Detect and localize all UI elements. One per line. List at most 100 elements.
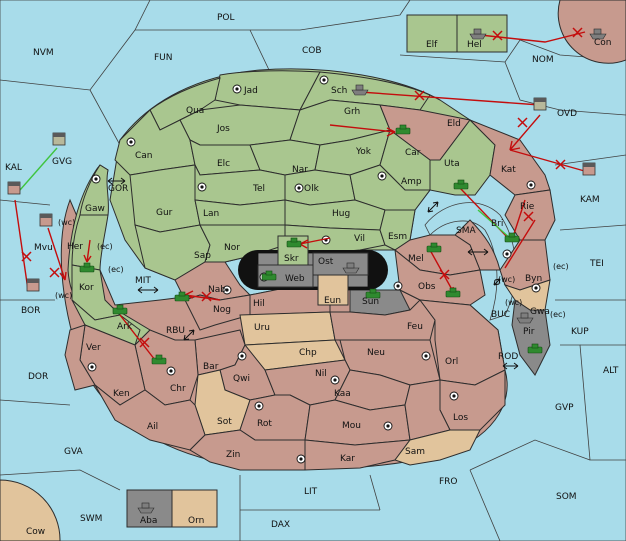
label-con: Con bbox=[594, 38, 612, 48]
unit-box-ovd[interactable] bbox=[533, 97, 547, 111]
region-gur[interactable] bbox=[129, 164, 201, 233]
order-byn-rie bbox=[504, 219, 536, 269]
label-kal: KAL bbox=[5, 163, 22, 173]
passage-markers bbox=[107, 177, 519, 370]
labels: POL NVM FUN COB NOM OVD KAL GVG GOR KAM … bbox=[5, 13, 619, 537]
region-web[interactable] bbox=[257, 264, 314, 288]
sea-border-kam bbox=[554, 154, 626, 166]
order-ark-chr bbox=[119, 314, 156, 361]
unit-box-mvu[interactable] bbox=[39, 213, 53, 227]
label-gur: Gur bbox=[156, 208, 173, 218]
label-gor: GOR bbox=[108, 184, 128, 194]
army-unit[interactable] bbox=[286, 237, 302, 248]
cross-marker bbox=[414, 90, 425, 101]
region-eun[interactable] bbox=[317, 274, 349, 306]
label-vil: Vil bbox=[354, 234, 365, 244]
sea-border-dor bbox=[0, 399, 71, 406]
sea-border-pol bbox=[135, 0, 411, 31]
label-gwa: Gwa bbox=[530, 307, 550, 317]
unit-box-bor[interactable] bbox=[26, 278, 40, 292]
label-zin: Zin bbox=[226, 450, 240, 460]
region-ail[interactable] bbox=[94, 384, 206, 451]
supply-center bbox=[330, 375, 340, 385]
region-elf[interactable] bbox=[406, 14, 458, 53]
supply-center bbox=[319, 75, 329, 85]
passage-sma-north bbox=[427, 201, 439, 213]
label-orl: Orl bbox=[445, 357, 458, 367]
label-ec3: (ec) bbox=[553, 262, 569, 271]
label-chr: Chr bbox=[170, 384, 186, 394]
sea-border-gvp bbox=[560, 344, 626, 461]
region-con[interactable] bbox=[557, 0, 626, 64]
label-gva: GVA bbox=[64, 447, 84, 457]
label-ark: Ark bbox=[117, 322, 133, 332]
passage-rbu bbox=[183, 329, 195, 341]
army-unit[interactable] bbox=[395, 124, 411, 135]
passage-rod bbox=[502, 362, 519, 370]
label-gvg: GVG bbox=[52, 157, 72, 167]
region-obs[interactable] bbox=[394, 248, 486, 306]
sea-border-fro-som bbox=[469, 469, 501, 541]
army-unit[interactable] bbox=[112, 304, 128, 315]
label-tel: Tel bbox=[252, 184, 265, 194]
region-sam[interactable] bbox=[394, 429, 481, 466]
label-jos: Jos bbox=[216, 124, 230, 134]
label-wc2: (wc) bbox=[55, 291, 72, 300]
label-esm: Esm bbox=[388, 232, 407, 242]
cross-marker bbox=[439, 269, 450, 280]
army-unit[interactable] bbox=[453, 179, 469, 190]
label-aba: Aba bbox=[140, 516, 157, 526]
cross-marker bbox=[201, 291, 212, 302]
region-cow[interactable] bbox=[0, 479, 61, 541]
label-rie: Rie bbox=[520, 202, 535, 212]
army-unit[interactable] bbox=[174, 291, 190, 302]
fleet-unit[interactable] bbox=[469, 28, 487, 40]
label-nor: Nor bbox=[224, 243, 240, 253]
unit-box-gvg[interactable] bbox=[52, 132, 66, 146]
fleet-unit[interactable] bbox=[516, 312, 534, 324]
label-kat: Kat bbox=[501, 165, 516, 175]
region-orn[interactable] bbox=[171, 489, 218, 528]
label-nog: Nog bbox=[213, 305, 231, 315]
army-unit[interactable] bbox=[365, 288, 381, 299]
label-nom: NOM bbox=[532, 55, 554, 65]
army-unit[interactable] bbox=[426, 242, 442, 253]
unit-box-kam[interactable] bbox=[582, 162, 596, 176]
label-cob: COB bbox=[302, 46, 322, 56]
fleet-unit[interactable] bbox=[137, 502, 155, 514]
label-sam: Sam bbox=[405, 447, 425, 457]
region-elc[interactable] bbox=[189, 139, 261, 176]
unit-box-kal[interactable] bbox=[7, 181, 21, 195]
label-yok: Yok bbox=[355, 147, 372, 157]
support-gvg-kal bbox=[19, 147, 58, 191]
label-pir: Pir bbox=[523, 327, 535, 337]
label-tei: TEI bbox=[589, 259, 604, 269]
army-unit[interactable] bbox=[261, 270, 277, 281]
cross-marker bbox=[517, 117, 528, 128]
label-obs: Obs bbox=[418, 282, 436, 292]
label-eld: Eld bbox=[447, 119, 461, 129]
army-unit[interactable] bbox=[504, 232, 520, 243]
label-mit: MIT bbox=[135, 276, 151, 286]
label-alt: ALT bbox=[603, 366, 619, 376]
army-unit[interactable] bbox=[79, 262, 95, 273]
army-unit[interactable] bbox=[445, 287, 461, 298]
cross-marker bbox=[139, 337, 150, 348]
army-unit[interactable] bbox=[527, 343, 543, 354]
label-web: Web bbox=[285, 274, 305, 284]
label-kor: Kor bbox=[79, 283, 94, 293]
fleet-unit[interactable] bbox=[342, 262, 360, 274]
label-can: Can bbox=[135, 151, 153, 161]
sea-border-fro bbox=[469, 439, 591, 471]
region-rot[interactable] bbox=[239, 394, 311, 441]
cross-marker bbox=[572, 27, 583, 38]
label-ovd: OVD bbox=[557, 109, 577, 119]
cross-marker bbox=[21, 251, 32, 262]
fleet-unit[interactable] bbox=[589, 28, 607, 40]
fleet-unit[interactable] bbox=[351, 84, 369, 96]
label-buc: BUC bbox=[491, 310, 510, 320]
army-unit[interactable] bbox=[151, 354, 167, 365]
supply-center bbox=[377, 171, 387, 181]
label-los: Los bbox=[453, 413, 468, 423]
supply-center bbox=[393, 281, 403, 291]
